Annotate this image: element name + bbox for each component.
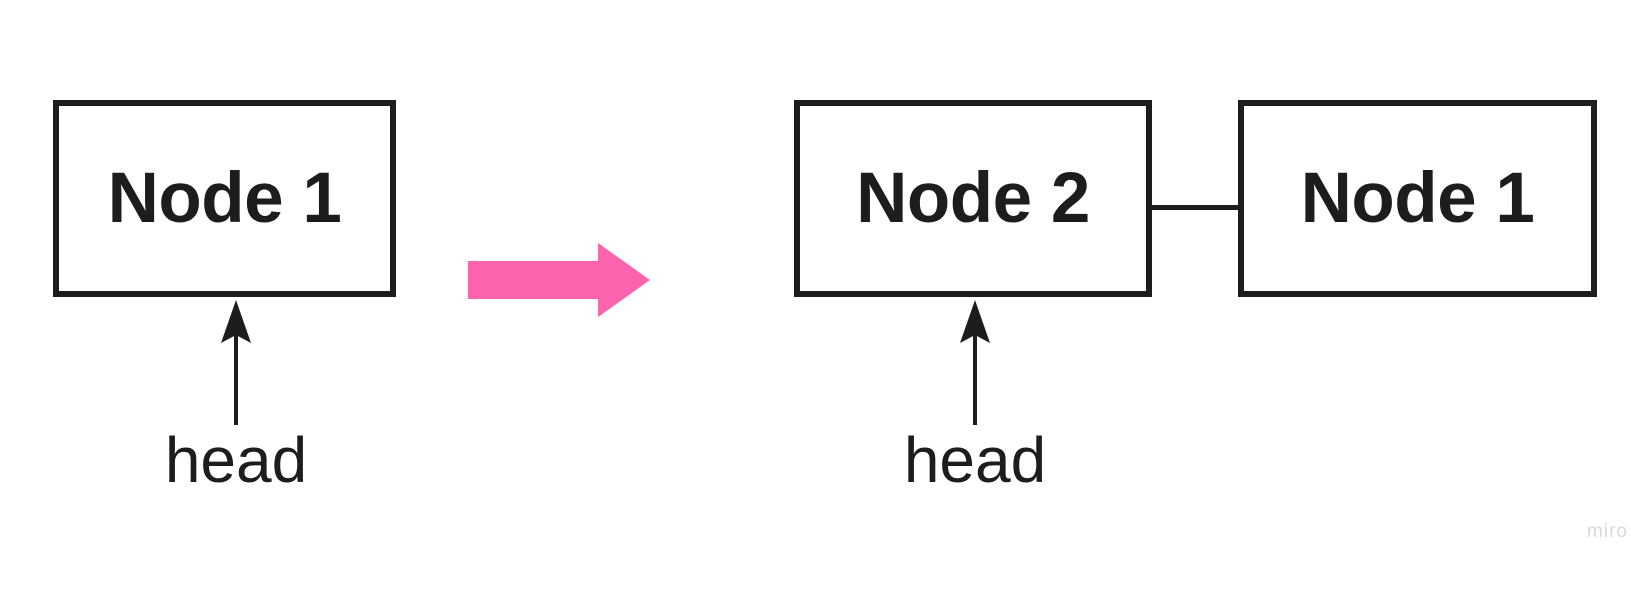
node-box-after-node1[interactable]: Node 1 — [1238, 100, 1597, 297]
head-arrow-after — [960, 300, 990, 425]
node-link-connector — [1152, 205, 1238, 210]
node-label: Node 2 — [856, 159, 1090, 238]
right-arrow-icon — [468, 243, 650, 317]
node-label: Node 1 — [1300, 159, 1535, 238]
head-label-before: head — [164, 424, 308, 496]
node-label: Node 1 — [107, 159, 342, 238]
head-arrow-before — [221, 300, 251, 425]
head-label-after: head — [903, 424, 1047, 496]
miro-watermark: miro — [1587, 521, 1628, 542]
node-box-before-node1[interactable]: Node 1 — [53, 100, 396, 297]
node-box-after-node2[interactable]: Node 2 — [794, 100, 1152, 297]
